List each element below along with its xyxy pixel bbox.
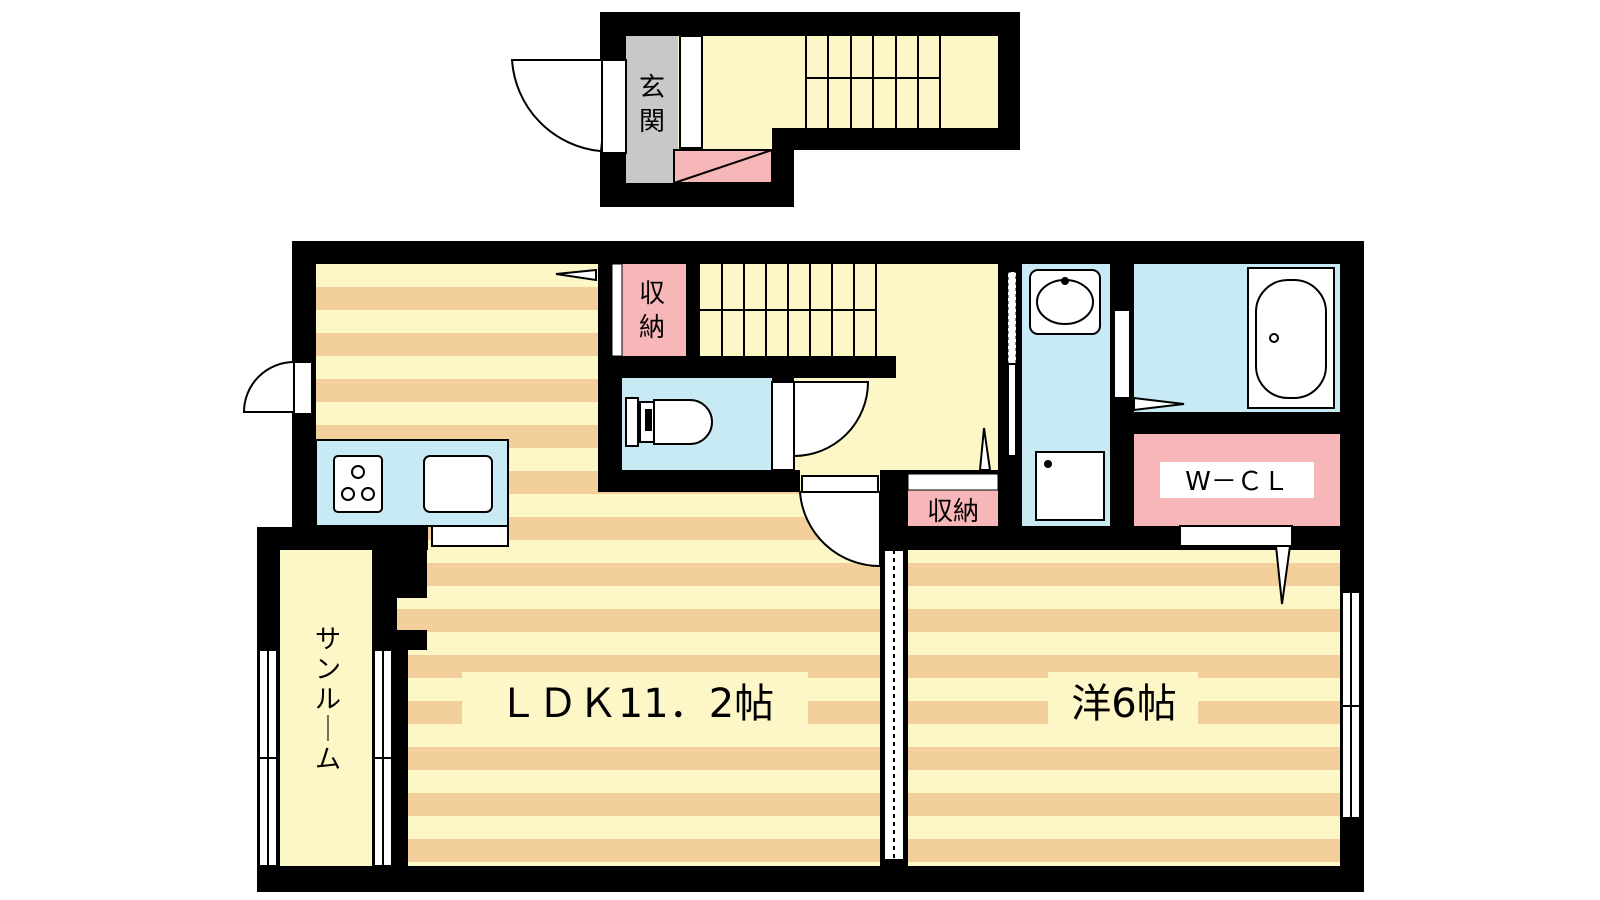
vertical-glyph: 収 xyxy=(639,279,665,309)
walk-in-closet-label: W－ＣＬ xyxy=(1185,467,1289,497)
wall-sunroom-notch2 xyxy=(397,630,427,650)
sunroom-east-window[interactable] xyxy=(373,649,393,867)
western-label-bg xyxy=(1048,672,1198,730)
wcl-door-track xyxy=(1179,525,1293,547)
storage-top-label-text: 収納 xyxy=(639,279,665,343)
western-room-label: 洋6帖 xyxy=(1071,681,1176,727)
storage-top-label: 収納 xyxy=(639,279,665,343)
storage-top-edge xyxy=(611,263,623,357)
ldk-sunroom-opening xyxy=(397,598,427,630)
bathroom-door-marker xyxy=(1133,396,1185,412)
ldk-top-door-marker xyxy=(555,268,597,282)
upper-unit: 玄関 xyxy=(510,12,1020,207)
storage-mid-label: 収納 xyxy=(927,497,979,527)
vertical-glyph: ル xyxy=(315,685,341,715)
main-stairs xyxy=(700,264,877,356)
vertical-glyph: ｜ xyxy=(315,715,341,745)
ldk-label-bg xyxy=(462,672,808,730)
upper-stairs xyxy=(805,36,941,128)
ldk-bedroom-partition[interactable] xyxy=(883,549,905,861)
stove-icon xyxy=(333,455,383,513)
sunroom-floor xyxy=(280,550,372,866)
wall-storage-right xyxy=(686,264,700,358)
entrance-step xyxy=(679,35,703,149)
side-door[interactable] xyxy=(242,361,313,415)
vertical-glyph: 玄 xyxy=(639,73,665,103)
wall-toilet-bottom xyxy=(598,470,800,492)
western-room-window[interactable] xyxy=(1341,591,1361,819)
ldk-label: ＬＤＫ11．2帖 xyxy=(498,681,774,727)
vertical-glyph: 関 xyxy=(639,107,665,137)
entrance-door[interactable] xyxy=(510,59,627,154)
entrance-label: 玄関 xyxy=(639,73,665,137)
washbasin-icon xyxy=(1029,269,1101,335)
western-door-marker xyxy=(1274,545,1292,605)
storage-mid-edge xyxy=(907,473,999,491)
toilet-icon xyxy=(625,397,713,447)
ldk-door-jamb xyxy=(801,475,879,493)
vertical-glyph: ム xyxy=(315,745,341,775)
entrance-floor xyxy=(626,36,678,183)
wall-storage-left xyxy=(598,264,612,358)
storage-top xyxy=(612,264,686,356)
toilet-door-jamb xyxy=(771,381,795,471)
wall-sunroom-notch xyxy=(397,550,427,598)
vertical-glyph: サ xyxy=(315,625,341,655)
wall-toilet-left xyxy=(598,356,622,490)
toilet-door[interactable] xyxy=(793,381,870,458)
shoe-cabinet xyxy=(673,149,773,184)
wcl-label-bg xyxy=(1160,462,1314,498)
ldk-door[interactable] xyxy=(798,491,881,568)
upper-hall-floor xyxy=(626,36,998,183)
sunroom-label: サンル｜ム xyxy=(315,625,341,775)
washer-pan-icon xyxy=(1035,451,1105,521)
bathtub-icon xyxy=(1247,267,1335,409)
main-unit: 収納 収納 xyxy=(242,241,1364,892)
sink-icon xyxy=(423,455,493,513)
washroom-door[interactable] xyxy=(1007,271,1017,365)
wall-toilet-top xyxy=(598,356,896,378)
entrance-label-line1: 玄関 xyxy=(639,73,665,137)
vertical-glyph: 納 xyxy=(639,313,665,343)
bathroom-door-jamb xyxy=(1113,309,1131,399)
sunroom-west-window[interactable] xyxy=(258,649,278,867)
vertical-glyph: ン xyxy=(315,655,341,685)
wall-bath-bottom xyxy=(1110,412,1364,434)
hall-door-marker xyxy=(978,427,992,471)
storage-mid xyxy=(908,490,998,526)
washroom-door-2[interactable] xyxy=(1007,363,1017,457)
